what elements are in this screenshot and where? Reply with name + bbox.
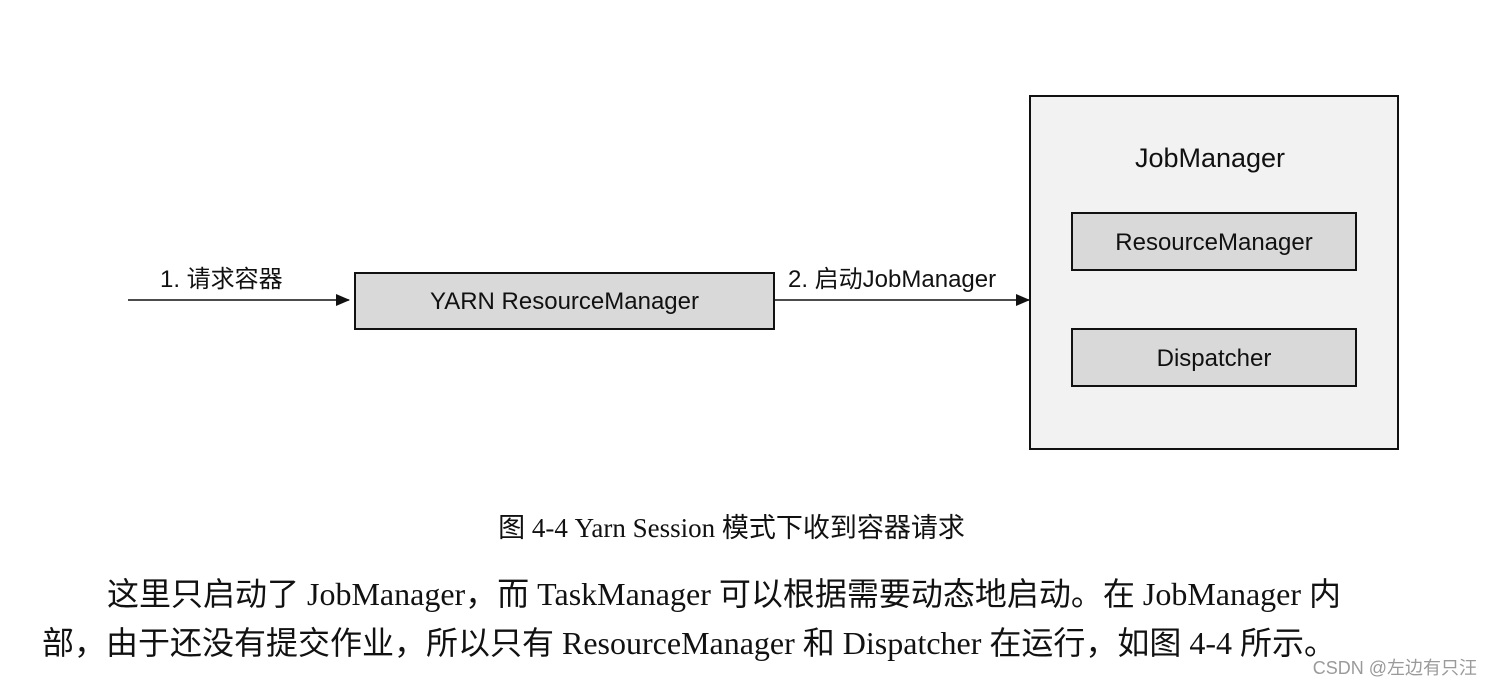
dispatcher-box: [1071, 328, 1357, 387]
yarn-resourcemanager-label: YARN ResourceManager: [430, 288, 699, 315]
jobmanager-title: JobManager: [1135, 143, 1285, 173]
yarn-resourcemanager-box: [354, 272, 775, 330]
resourcemanager-label: ResourceManager: [1115, 229, 1312, 256]
figure-caption: 图 4-4 Yarn Session 模式下收到容器请求: [498, 513, 965, 543]
resourcemanager-box: [1071, 212, 1357, 271]
request-arrow-label: 1. 请求容器: [160, 266, 283, 293]
start-jobmanager-arrow-label: 2. 启动JobManager: [788, 266, 996, 293]
body-paragraph-line-1: 这里只启动了 JobManager，而 TaskManager 可以根据需要动态…: [107, 576, 1342, 612]
body-paragraph-line-2: 部，由于还没有提交作业，所以只有 ResourceManager 和 Dispa…: [42, 625, 1337, 661]
yarn-session-diagram: 1. 请求容器 YARN ResourceManager 2. 启动JobMan…: [128, 95, 1399, 450]
source-watermark: CSDN @左边有只汪: [1312, 658, 1477, 678]
dispatcher-label: Dispatcher: [1157, 345, 1272, 372]
jobmanager-container: [1029, 95, 1399, 450]
